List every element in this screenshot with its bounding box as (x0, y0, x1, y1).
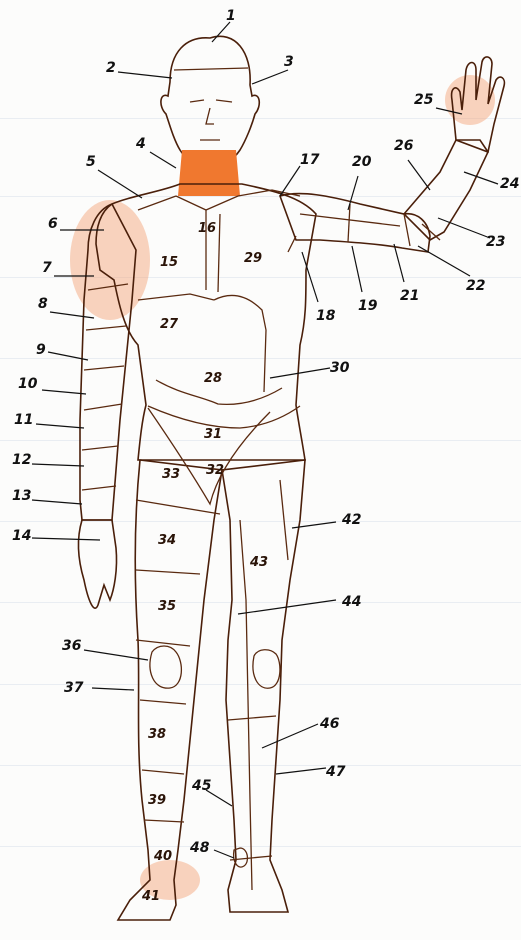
label-23: 23 (486, 234, 505, 250)
label-10: 10 (18, 376, 38, 392)
label-19: 19 (358, 298, 378, 314)
label-34: 34 (158, 533, 176, 548)
callout-labels: 1 2 3 4 5 6 7 8 9 10 11 12 13 14 15 16 1… (12, 8, 519, 904)
label-37: 37 (64, 680, 84, 696)
label-13: 13 (12, 488, 31, 504)
label-43: 43 (249, 555, 268, 570)
label-33: 33 (162, 467, 180, 482)
label-48: 48 (189, 840, 210, 856)
label-30: 30 (330, 360, 350, 376)
label-32: 32 (206, 463, 224, 478)
label-35: 35 (158, 599, 176, 614)
label-47: 47 (325, 764, 346, 780)
label-40: 40 (153, 849, 172, 864)
segment-lines (82, 68, 440, 890)
label-38: 38 (148, 727, 166, 742)
label-27: 27 (160, 317, 179, 332)
label-4: 4 (135, 136, 146, 152)
label-26: 26 (394, 138, 414, 154)
label-42: 42 (341, 512, 361, 528)
label-5: 5 (86, 154, 96, 170)
label-29: 29 (244, 251, 262, 266)
label-28: 28 (204, 371, 222, 386)
label-1: 1 (226, 8, 236, 24)
label-2: 2 (106, 60, 116, 76)
label-14: 14 (12, 528, 31, 544)
label-11: 11 (14, 412, 33, 428)
label-15: 15 (160, 255, 178, 270)
figure-halo (70, 75, 495, 900)
label-22: 22 (466, 278, 485, 294)
label-8: 8 (38, 296, 48, 312)
label-12: 12 (12, 452, 31, 468)
label-25: 25 (414, 92, 434, 108)
label-3: 3 (284, 54, 294, 70)
body-silhouette (78, 36, 504, 920)
label-9: 9 (36, 342, 46, 358)
label-21: 21 (400, 288, 419, 304)
leader-lines (32, 22, 498, 858)
label-18: 18 (316, 308, 336, 324)
label-45: 45 (191, 778, 212, 794)
label-17: 17 (300, 152, 320, 168)
label-24: 24 (500, 176, 519, 192)
label-31: 31 (204, 427, 222, 442)
label-16: 16 (198, 221, 216, 236)
label-36: 36 (62, 638, 82, 654)
label-7: 7 (42, 260, 52, 276)
label-44: 44 (341, 594, 361, 610)
label-39: 39 (148, 793, 166, 808)
label-46: 46 (319, 716, 340, 732)
label-20: 20 (352, 154, 372, 170)
label-41: 41 (141, 889, 160, 904)
label-6: 6 (48, 216, 58, 232)
